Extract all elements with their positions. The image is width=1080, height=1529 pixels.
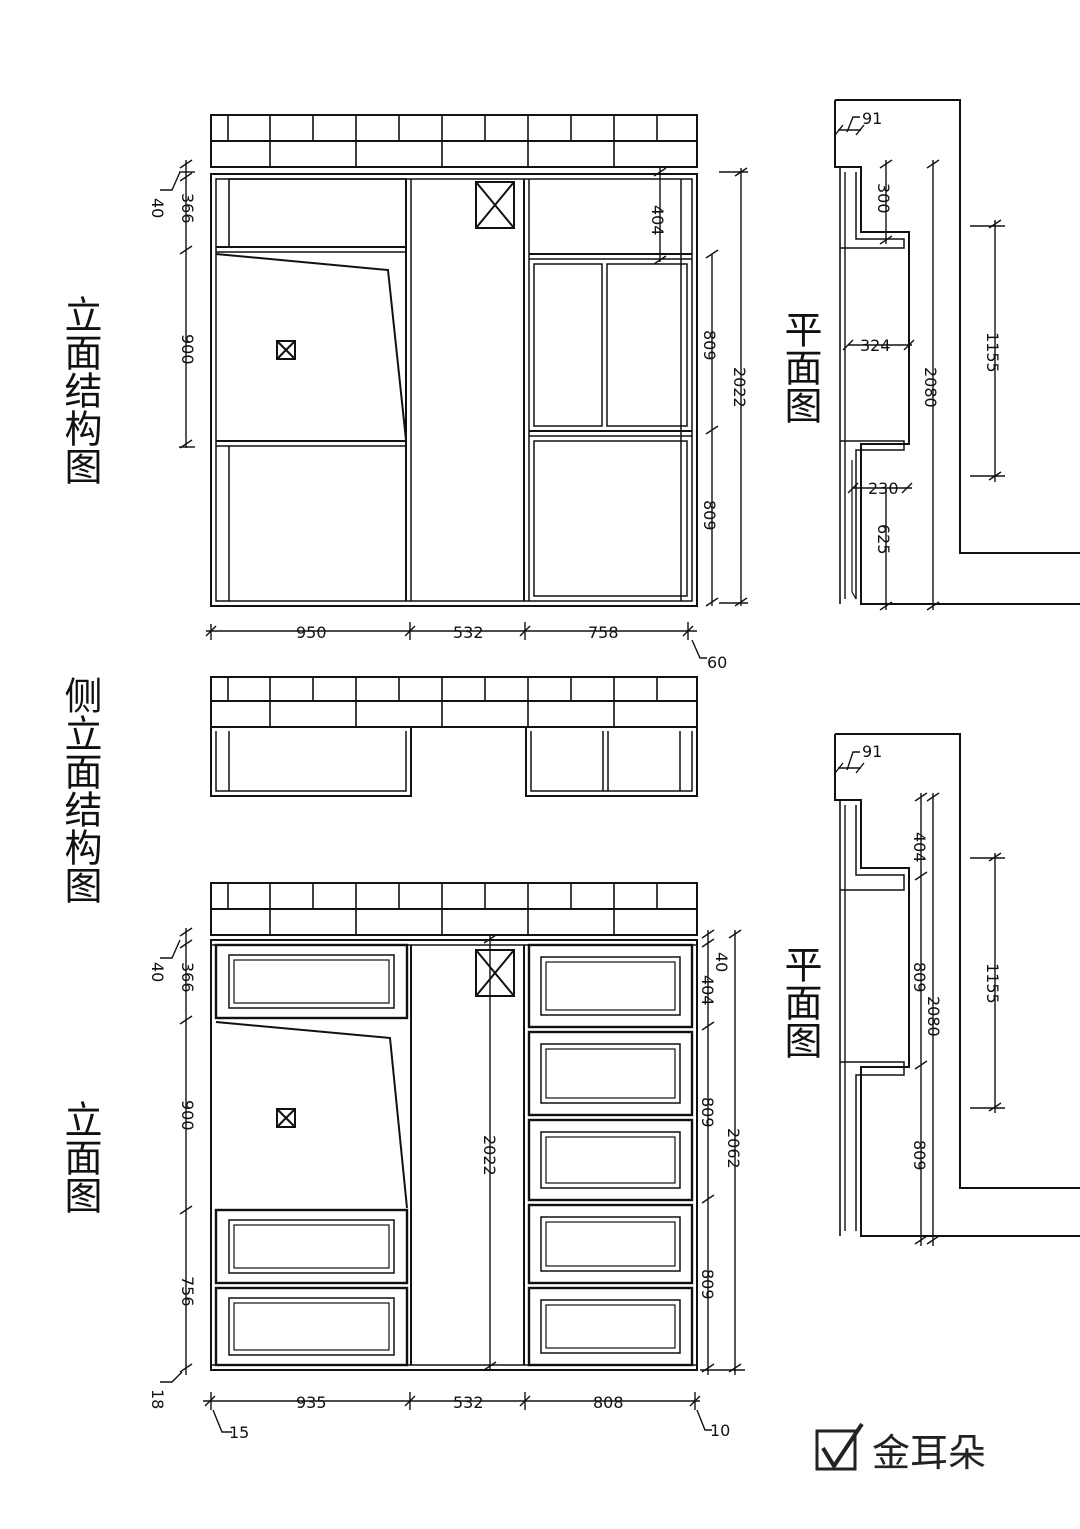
dim-top-40: 40 xyxy=(148,198,167,218)
plan-bottom-title: 平面图 xyxy=(778,945,822,1059)
dim-plan1-230: 230 xyxy=(868,479,899,498)
dim-bot-15: 15 xyxy=(229,1423,249,1442)
dim-plan2-1155: 1155 xyxy=(983,963,1002,1004)
brand-name: 金耳朵 xyxy=(872,1431,986,1475)
elevation-structure-title: 立面结构图 xyxy=(58,295,102,485)
dim-top-758: 758 xyxy=(588,623,619,642)
dim-plan1-1155: 1155 xyxy=(983,332,1002,373)
check-box-icon xyxy=(815,1422,864,1471)
dim-plan2-404: 404 xyxy=(910,832,929,863)
dim-top-404: 404 xyxy=(648,205,667,236)
dim-plan1-625: 625 xyxy=(874,524,893,555)
plan-top-title: 平面图 xyxy=(778,310,822,424)
dim-plan2-809b: 809 xyxy=(910,1140,929,1171)
dim-top-2022: 2022 xyxy=(730,367,749,408)
dim-top-532: 532 xyxy=(453,623,484,642)
side-elevation-structure-title: 侧立面结构图 xyxy=(58,676,102,904)
dim-bot-40a: 40 xyxy=(148,962,167,982)
dim-plan2-91: 91 xyxy=(862,742,882,761)
dim-top-809a: 809 xyxy=(700,330,719,361)
dim-top-950: 950 xyxy=(296,623,327,642)
dim-plan1-300: 300 xyxy=(874,183,893,214)
dim-bot-404: 404 xyxy=(698,975,717,1006)
brand-logo: 金耳朵 xyxy=(815,1422,986,1475)
dim-bot-2022: 2022 xyxy=(480,1135,499,1176)
elevation-title: 立面图 xyxy=(58,1100,102,1214)
dim-top-900: 900 xyxy=(178,334,197,365)
dim-bot-10: 10 xyxy=(710,1421,730,1440)
dim-bot-935: 935 xyxy=(296,1393,327,1412)
dim-bot-809b: 809 xyxy=(698,1269,717,1300)
dim-bot-809a: 809 xyxy=(698,1097,717,1128)
dim-plan2-809a: 809 xyxy=(910,962,929,993)
elevation-drawing xyxy=(160,882,745,1433)
dim-plan1-91: 91 xyxy=(862,109,882,128)
elevation-structure-drawing xyxy=(160,114,748,659)
dim-top-60: 60 xyxy=(707,653,727,672)
dim-plan1-2080: 2080 xyxy=(921,367,940,408)
side-elevation-structure-drawing xyxy=(210,676,698,797)
dim-plan1-324: 324 xyxy=(860,336,891,355)
dim-bot-900: 900 xyxy=(178,1100,197,1131)
dim-bot-2062: 2062 xyxy=(724,1128,743,1169)
plan-bottom-drawing xyxy=(834,733,1080,1246)
dim-bot-18: 18 xyxy=(148,1389,167,1409)
dim-top-366: 366 xyxy=(178,193,197,224)
dim-bot-808: 808 xyxy=(593,1393,624,1412)
dim-bot-366: 366 xyxy=(178,962,197,993)
dim-top-809b: 809 xyxy=(700,500,719,531)
dim-bot-532: 532 xyxy=(453,1393,484,1412)
plan-top-drawing xyxy=(834,99,1080,611)
dim-bot-756: 756 xyxy=(178,1276,197,1307)
dim-bot-40b: 40 xyxy=(712,952,731,972)
dim-plan2-2080: 2080 xyxy=(924,996,943,1037)
